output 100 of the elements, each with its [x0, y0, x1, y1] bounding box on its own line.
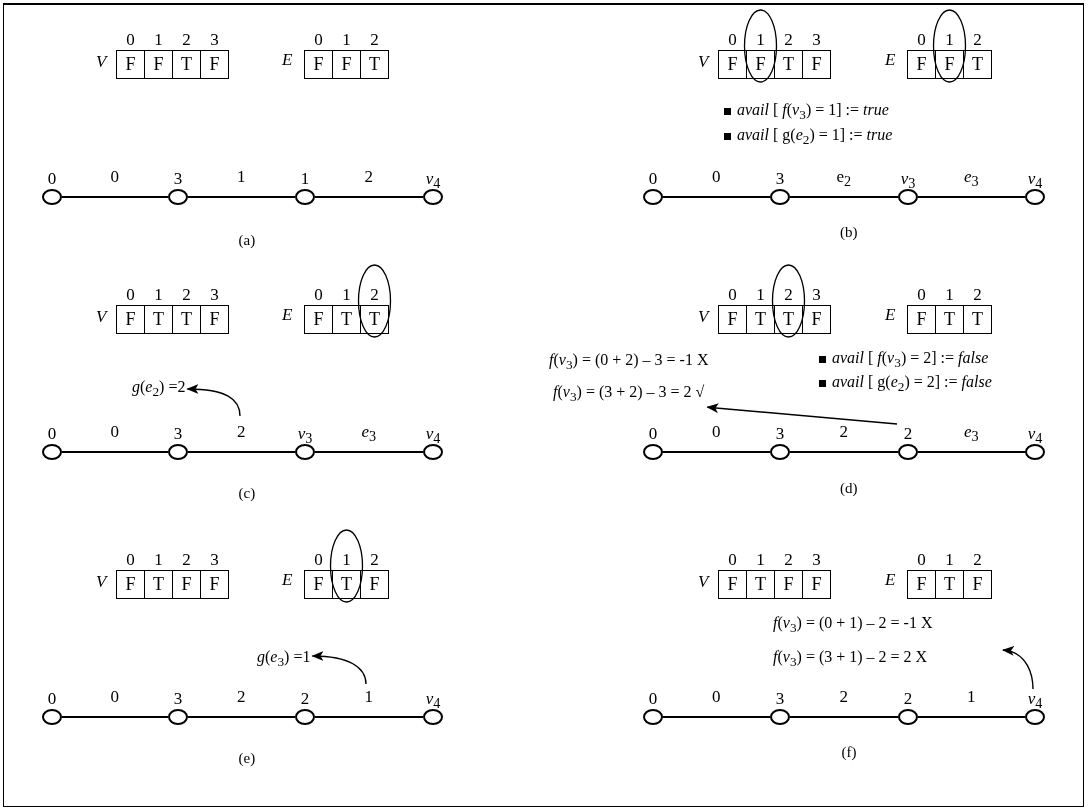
vertex-label: v$_{4}$	[1027, 689, 1043, 709]
index-number: 0	[126, 30, 135, 50]
edge-label: 1	[364, 687, 373, 707]
index-number: 3	[210, 285, 219, 305]
array-cell: F	[172, 570, 201, 599]
index-number: 0	[728, 285, 737, 305]
panel-caption: (f)	[841, 743, 857, 762]
array-cell: F	[116, 50, 145, 79]
edge-line	[917, 451, 1026, 453]
vertex-label: 2	[903, 424, 913, 444]
array-cell: T	[935, 305, 964, 334]
index-number: 2	[973, 550, 982, 570]
vertex-label: 0	[47, 424, 57, 444]
array-cell: F	[963, 570, 992, 599]
vertex-label: 1	[300, 169, 310, 189]
index-number: 1	[756, 550, 765, 570]
index-number: 1	[945, 30, 954, 50]
vertex-label: v$_{3}$	[297, 424, 313, 444]
edge-line	[789, 451, 899, 453]
array-cell: F	[802, 50, 831, 79]
edge-line	[314, 196, 424, 198]
array-cell: T	[144, 570, 173, 599]
index-number: 1	[342, 285, 351, 305]
index-number: 2	[784, 285, 793, 305]
array-cell: T	[144, 305, 173, 334]
array-cell: T	[172, 305, 201, 334]
array-cell: F	[935, 50, 964, 79]
array-name: E	[885, 570, 896, 590]
edge-line	[187, 196, 296, 198]
edge-label: e$_{3}$	[964, 167, 979, 192]
index-number: 0	[917, 285, 926, 305]
vertex-label: 3	[173, 424, 183, 444]
array-cell: F	[746, 50, 775, 79]
edge-label: 1	[967, 687, 976, 707]
array-cell: T	[332, 570, 361, 599]
index-number: 0	[314, 30, 323, 50]
array-name: E	[282, 50, 293, 70]
array-name: V	[96, 52, 107, 72]
index-number: 2	[784, 550, 793, 570]
index-number: 1	[756, 30, 765, 50]
index-number: 2	[973, 285, 982, 305]
index-number: 3	[812, 550, 821, 570]
index-number: 1	[342, 550, 351, 570]
index-number: 2	[182, 30, 191, 50]
edge-label: 0	[712, 687, 721, 707]
index-number: 0	[728, 30, 737, 50]
array-cell: F	[304, 570, 333, 599]
vertex-label: 3	[173, 689, 183, 709]
vertex-label: 0	[648, 169, 658, 189]
array-cell: F	[907, 570, 936, 599]
edge-line	[61, 196, 169, 198]
array-cell: F	[200, 50, 229, 79]
index-number: 0	[126, 550, 135, 570]
edge-label: 0	[712, 422, 721, 442]
panel-caption: (d)	[840, 479, 858, 498]
index-number: 1	[342, 30, 351, 50]
index-number: 0	[314, 550, 323, 570]
vertex-label: 2	[300, 689, 310, 709]
array-cell: F	[304, 305, 333, 334]
index-number: 1	[154, 550, 163, 570]
edge-label: 0	[110, 167, 119, 187]
array-cell: F	[360, 570, 389, 599]
edge-line	[61, 716, 169, 718]
array-cell: T	[774, 305, 803, 334]
vertex-label: 0	[47, 689, 57, 709]
panel-caption: (c)	[238, 484, 256, 503]
vertex-label: 3	[775, 689, 785, 709]
vertex-label: 3	[173, 169, 183, 189]
vertex-label: 3	[775, 169, 785, 189]
edge-line	[314, 716, 424, 718]
vertex-label: v$_{4}$	[425, 689, 441, 709]
arrow	[706, 403, 898, 425]
index-number: 2	[370, 285, 379, 305]
formula-text: f(v$_{3}$) = (3 + 1) – 2 = 2 X	[773, 647, 928, 672]
panel-caption: (b)	[840, 223, 858, 242]
edge-line	[917, 716, 1026, 718]
edge-line	[789, 196, 899, 198]
array-cell: T	[360, 50, 389, 79]
array-cell: F	[200, 305, 229, 334]
edge-line	[187, 716, 296, 718]
vertex-label: v$_{4}$	[425, 169, 441, 189]
index-number: 2	[784, 30, 793, 50]
edge-label: 1	[237, 167, 246, 187]
array-cell: F	[332, 50, 361, 79]
index-number: 1	[154, 285, 163, 305]
assignment-text: avail [ f(v$_{3}$) = 1] := true	[737, 100, 889, 125]
array-cell: T	[360, 305, 389, 334]
index-number: 2	[182, 550, 191, 570]
index-number: 2	[973, 30, 982, 50]
edge-label: 2	[839, 687, 848, 707]
arrow	[186, 384, 241, 417]
array-cell: F	[116, 305, 145, 334]
index-number: 1	[945, 550, 954, 570]
formula-text: f(v$_{3}$) = (0 + 2) – 3 = -1 X	[549, 350, 709, 375]
array-cell: F	[144, 50, 173, 79]
index-number: 2	[370, 550, 379, 570]
edge-label: e$_{3}$	[361, 422, 377, 447]
index-number: 1	[154, 30, 163, 50]
index-number: 3	[210, 30, 219, 50]
array-name: V	[698, 307, 709, 327]
